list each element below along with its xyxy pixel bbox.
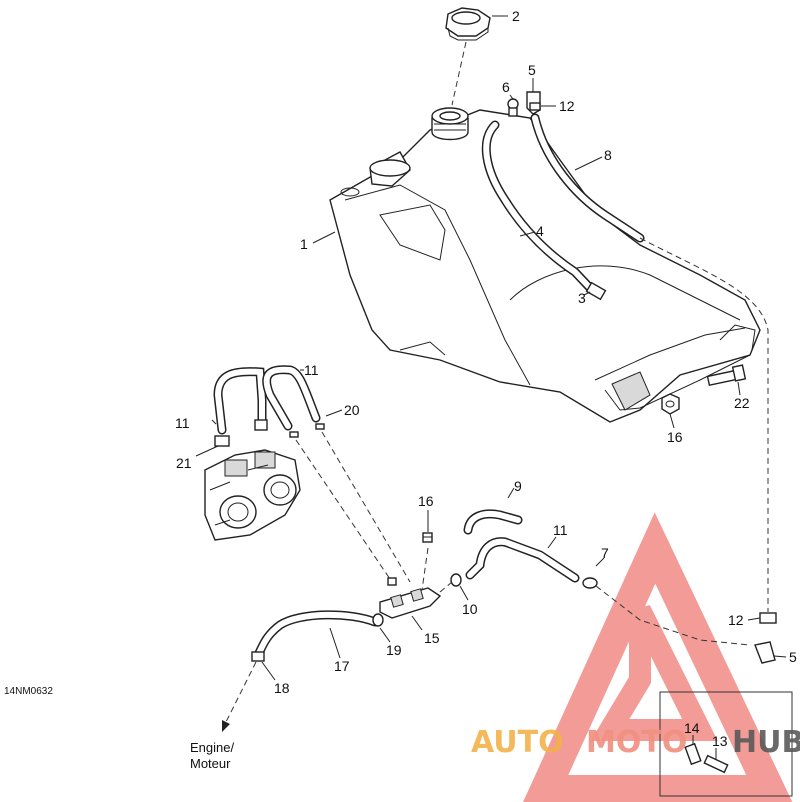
vent-route-line (639, 237, 769, 612)
callout-11-b: 11 (175, 415, 190, 431)
fitting-16-lower (422, 532, 433, 543)
leader-lines (195, 15, 787, 760)
callout-10: 10 (462, 601, 478, 617)
callout-7: 7 (601, 545, 609, 561)
clamp-12-top (529, 102, 541, 111)
carb-hoses-11 (213, 365, 321, 435)
route-line-1 (295, 439, 393, 583)
vent-valve-6 (507, 98, 519, 117)
vent-hose-8 (530, 113, 645, 243)
bolt-22 (706, 364, 747, 387)
watermark-moto: MOTO (586, 725, 687, 760)
cap-alignment-line (451, 41, 467, 106)
fuel-hose-17 (253, 610, 380, 660)
callout-20: 20 (344, 402, 360, 418)
hose-11-right (465, 537, 580, 583)
watermark-inner-notch (590, 605, 718, 741)
engine-route-line (225, 661, 257, 723)
vent-elbow-5-lower (754, 641, 776, 664)
callout-13: 13 (712, 733, 728, 749)
callout-11-c: 11 (553, 522, 568, 538)
clamp-18 (251, 651, 265, 662)
callout-16-top: 16 (667, 429, 683, 445)
callout-5-lower: 5 (789, 649, 797, 665)
callout-6: 6 (502, 79, 510, 95)
clamp-21 (214, 419, 268, 447)
callout-19: 19 (386, 642, 402, 658)
engine-arrow (222, 720, 230, 732)
callout-labels: 2 5 6 12 8 1 4 3 22 16 11 11 20 21 9 16 … (4, 8, 797, 771)
callout-1: 1 (300, 236, 308, 252)
fuel-filter-15 (379, 577, 442, 619)
route-line-4 (439, 581, 453, 593)
callout-16-lower: 16 (418, 493, 434, 509)
callout-5-top: 5 (528, 62, 536, 78)
clamp-19 (372, 613, 384, 627)
watermark-text: AUTO MOTO HUB (471, 725, 800, 760)
vent-fitting-3 (585, 281, 607, 301)
watermark-auto: AUTO (471, 725, 564, 760)
callout-8: 8 (604, 147, 612, 163)
route-line-2 (321, 431, 411, 583)
callout-12-lower: 12 (728, 612, 744, 628)
watermark-triangle (523, 512, 793, 802)
callout-12-top: 12 (559, 98, 575, 114)
inset-box (659, 691, 793, 797)
route-line-3 (421, 547, 429, 591)
engine-label-line1: Engine/ (190, 740, 234, 755)
callout-14: 14 (684, 720, 700, 736)
callout-4: 4 (536, 223, 544, 239)
callout-11-a: 11 (304, 362, 319, 378)
clamp-7 (582, 577, 598, 589)
callout-21: 21 (176, 455, 192, 471)
vent-route-line-lower (595, 585, 751, 646)
watermark-logo (523, 512, 793, 802)
carburetor-assembly (204, 449, 301, 541)
callout-9: 9 (514, 478, 522, 494)
callout-2: 2 (512, 8, 520, 24)
engine-label-line2: Moteur (190, 756, 231, 771)
washer-10 (450, 573, 462, 587)
clamp-12-lower (759, 612, 777, 624)
fuel-cap (445, 7, 491, 41)
fuel-tank (329, 107, 761, 423)
hose-9 (463, 509, 523, 535)
nut-16-top (661, 393, 680, 415)
callout-15: 15 (424, 630, 440, 646)
callout-17: 17 (334, 658, 350, 674)
fitting-20 (289, 423, 325, 438)
drawing-code: 14NM0632 (4, 686, 53, 697)
watermark-hub: HUB (732, 725, 800, 760)
vent-hose-4 (481, 120, 597, 295)
callout-3: 3 (578, 290, 586, 306)
callout-18: 18 (274, 680, 290, 696)
callout-22: 22 (734, 395, 750, 411)
